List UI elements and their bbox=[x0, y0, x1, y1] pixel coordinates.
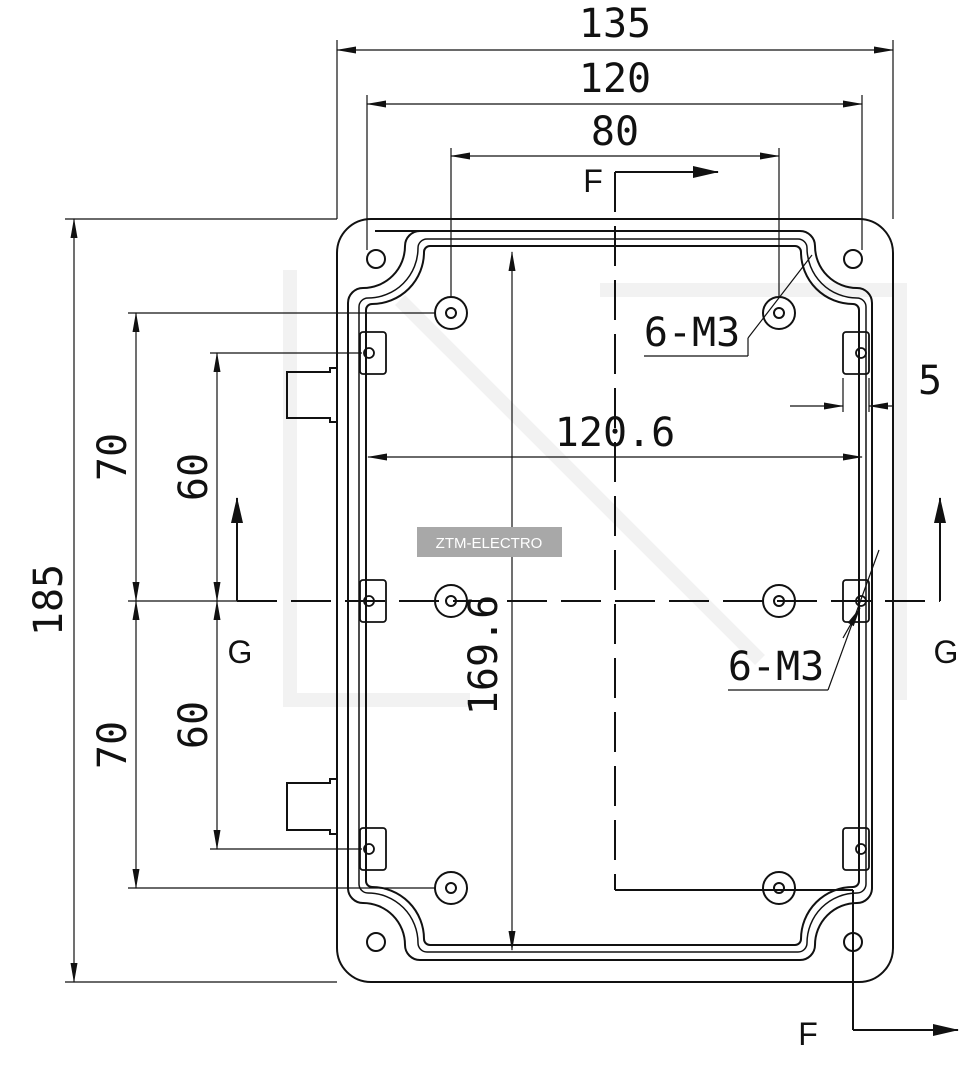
dim-60-upper: 60 bbox=[171, 453, 217, 501]
dim-5: 5 bbox=[918, 358, 942, 404]
callout-6-m3-clips: 6-M3 bbox=[728, 644, 824, 690]
dim-70-upper: 70 bbox=[90, 433, 136, 481]
corner-hole-top-right bbox=[843, 249, 863, 269]
clip-right-bottom bbox=[842, 827, 870, 871]
section-line-g bbox=[231, 497, 946, 602]
section-label-f-top: F bbox=[583, 163, 603, 199]
clip-right-top bbox=[842, 331, 870, 375]
dim-60-lower: 60 bbox=[171, 701, 217, 749]
watermark-text: ZTM-ELECTRO bbox=[436, 535, 543, 552]
enclosure-outline bbox=[286, 218, 894, 983]
clip-left-bottom bbox=[359, 827, 387, 871]
dim-135: 135 bbox=[579, 1, 651, 47]
section-label-g-right: G bbox=[934, 634, 959, 670]
clip-left-top bbox=[359, 331, 387, 375]
background-watermark-shapes bbox=[283, 270, 907, 707]
corner-hole-bottom-left bbox=[366, 932, 386, 952]
watermark-badge: ZTM-ELECTRO bbox=[417, 527, 562, 557]
section-label-g-left: G bbox=[228, 634, 253, 670]
dim-70-lower: 70 bbox=[90, 721, 136, 769]
corner-hole-top-left bbox=[366, 249, 386, 269]
boss-top-left bbox=[434, 296, 468, 330]
dim-169-6: 169.6 bbox=[461, 595, 507, 715]
section-label-f-bottom: F bbox=[798, 1016, 818, 1052]
dim-120: 120 bbox=[579, 56, 651, 102]
boss-bottom-right bbox=[762, 871, 796, 905]
dim-185: 185 bbox=[26, 564, 72, 636]
dim-80: 80 bbox=[591, 109, 639, 155]
callout-6-m3-bosses: 6-M3 bbox=[644, 310, 740, 356]
dimension-lines bbox=[65, 40, 894, 983]
dim-120-6: 120.6 bbox=[555, 410, 675, 456]
boss-bottom-left bbox=[434, 871, 468, 905]
section-line-f bbox=[614, 166, 959, 1036]
